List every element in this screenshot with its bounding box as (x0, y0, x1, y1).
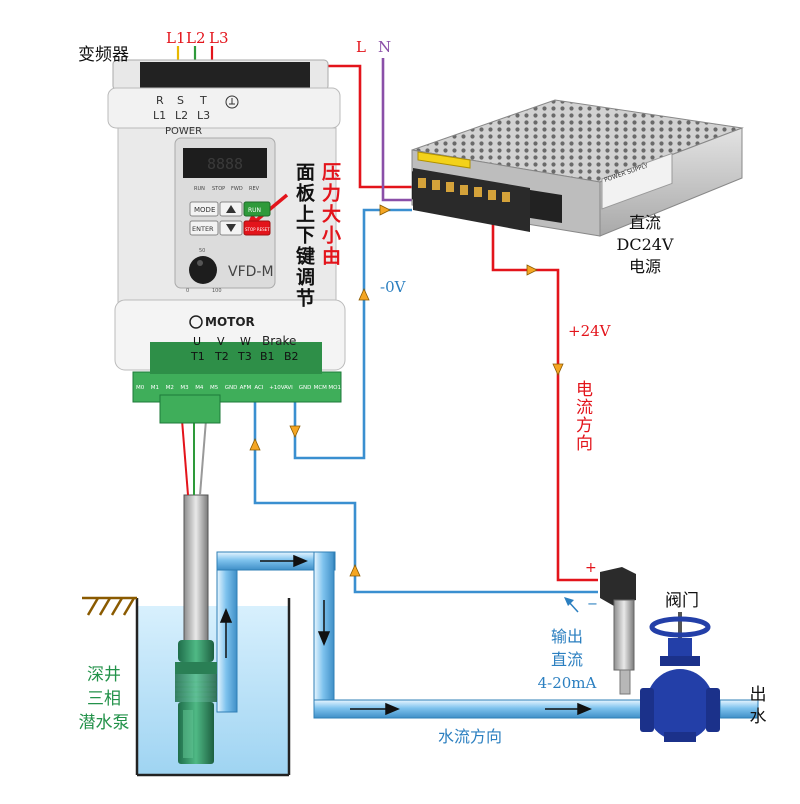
control-terminal-label: M5 (210, 385, 219, 391)
control-terminal-label: M4 (195, 385, 204, 391)
output-note-line2: 直流 (551, 650, 583, 669)
terminal-t1: T1 (190, 350, 205, 363)
terminal-t2: T2 (214, 350, 229, 363)
control-terminal-label: MCM (314, 385, 328, 391)
wire-arrows (249, 204, 564, 577)
label-current-direction: 电流方向 (572, 380, 593, 452)
terminal-t3: T3 (237, 350, 252, 363)
power-label: POWER (165, 126, 202, 137)
psu-name-line2: DC24V (617, 235, 674, 254)
brand-logo-icon (189, 315, 203, 329)
terminal-t: T (199, 94, 207, 107)
knob-mid-label: 50 (199, 248, 205, 254)
terminal-s: S (177, 94, 184, 107)
pipe-system (216, 551, 759, 719)
vfd-knob[interactable] (189, 256, 217, 284)
vfd-brand: MOTOR (205, 315, 255, 329)
vfd-top-terminals: R S T L1 L2 L3 POWER (153, 94, 210, 137)
control-terminal-label: AVI (284, 385, 293, 391)
control-terminal-label: ACI (254, 385, 264, 391)
terminal-r: R (156, 94, 164, 107)
run-button-label: RUN (248, 207, 261, 214)
pump-label-line3: 潜水泵 (79, 713, 130, 733)
vfd-model: VFD-M (228, 264, 274, 280)
valve-label: 阀门 (665, 591, 699, 611)
output-note-line1: 输出 (551, 627, 583, 646)
ground-hatch (82, 596, 137, 616)
psu-device (411, 99, 744, 237)
down-arrow-icon (226, 224, 236, 232)
terminal-t-sub: L3 (197, 109, 210, 122)
display-key-stop: STOP (212, 186, 225, 192)
up-arrow-icon (226, 205, 236, 213)
psu-label-l: L (356, 38, 366, 56)
mode-button-label: MODE (194, 206, 215, 214)
pump-label-line2: 三相 (87, 689, 121, 709)
stop-reset-button-label: STOP RESET (245, 227, 270, 232)
brake-label: Brake (262, 334, 296, 348)
outlet-label-line2: 水 (750, 707, 767, 727)
sensor-minus-sign: − (587, 597, 598, 612)
label-0v: -0V (380, 278, 407, 296)
phase-labels: L1 L2 L3 (166, 29, 229, 47)
pressure-transmitter (600, 567, 636, 695)
control-terminal-label: M3 (180, 385, 189, 391)
outlet-label-line1: 出 (750, 685, 767, 705)
submersible-pump (175, 494, 217, 764)
terminal-b1: B1 (260, 350, 275, 363)
control-terminal-label: M0 (136, 385, 145, 391)
gate-valve (640, 612, 720, 742)
vfd-output-terminals: U V W B1 B2 T1 T2 T3 (190, 335, 299, 363)
display-key-run: RUN (194, 186, 205, 192)
terminal-s-sub: L2 (175, 109, 188, 122)
mode-button[interactable] (189, 201, 219, 217)
phase-label-l2: L2 (186, 29, 206, 47)
terminal-v: V (217, 335, 225, 348)
panel-note-black: 面板上下键调节 (293, 162, 316, 309)
phase-label-l3: L3 (209, 29, 229, 47)
vfd-display (183, 148, 267, 178)
control-terminal-label: GND (225, 385, 238, 391)
label-24v: +24V (568, 322, 612, 340)
enter-button[interactable] (189, 220, 219, 236)
svg-text:8888: 8888 (207, 155, 243, 173)
display-key-fwd: FWD (231, 186, 243, 192)
pump-label-line1: 深井 (87, 665, 121, 685)
display-key-rev: REV (249, 186, 260, 192)
terminal-r-sub: L1 (153, 109, 166, 122)
panel-note-red: 压力大小由 (319, 162, 341, 267)
control-terminal-label: M1 (151, 385, 159, 391)
psu-name-line3: 电源 (629, 257, 661, 276)
pump-cable-tube (183, 494, 209, 646)
psu-name-line1: 直流 (629, 213, 661, 232)
enter-button-label: ENTER (192, 225, 214, 233)
vfd-display-keys: RUN STOP FWD REV (194, 186, 260, 192)
sensor-plus-sign: + (585, 560, 597, 576)
output-pointer-arrow (564, 597, 579, 613)
terminal-b2: B2 (284, 350, 299, 363)
output-note-line3: 4-20mA (538, 674, 597, 692)
run-button[interactable] (243, 201, 271, 217)
control-terminal-label: MO1 (328, 385, 341, 391)
control-terminal-label: GND (299, 385, 312, 391)
control-terminal-label: M2 (166, 385, 174, 391)
stop-reset-button[interactable] (243, 220, 271, 236)
knob-min-label: 0 (186, 288, 189, 294)
knob-max-label: 100 (212, 288, 222, 294)
psu-label-n: N (378, 38, 391, 56)
control-terminal-label: +10V (269, 385, 285, 391)
vfd-title: 变频器 (78, 45, 129, 65)
flow-direction-label: 水流方向 (438, 727, 502, 746)
terminal-u: U (193, 335, 201, 348)
phase-label-l1: L1 (166, 29, 186, 47)
terminal-w: W (240, 335, 251, 348)
vfd-buttons: MODE RUN ENTER STOP RESET (189, 201, 271, 236)
control-terminal-label: AFM (240, 385, 252, 391)
